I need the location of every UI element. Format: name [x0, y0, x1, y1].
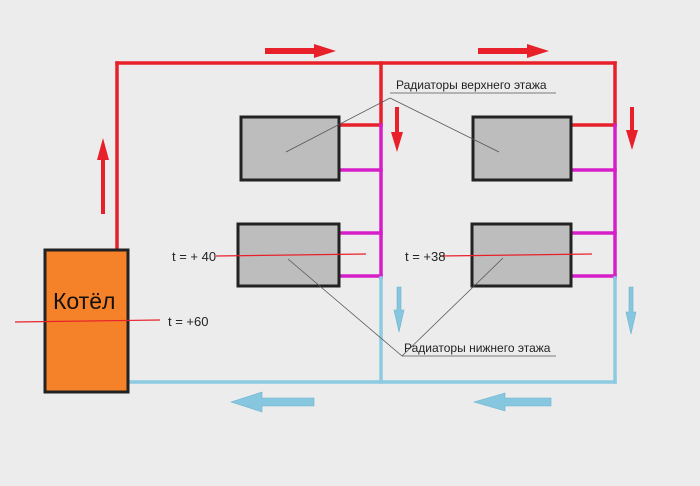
radiator-upper-left	[239, 115, 341, 182]
boiler-label: Котёл	[53, 288, 115, 314]
lower-radiators-caption: Радиаторы нижнего этажа	[404, 341, 551, 355]
lower-right-temp-line	[439, 253, 593, 257]
supply-pipes	[115, 61, 617, 252]
upper-leader-left	[285, 97, 391, 153]
arrow-left-icon	[230, 391, 315, 413]
lower-left-temp-label: t = + 40	[172, 249, 216, 264]
leader-lines	[285, 92, 556, 357]
upper-radiators-caption: Радиаторы верхнего этажа	[396, 78, 547, 92]
arrow-right-icon	[478, 44, 549, 58]
return-arrows	[230, 286, 637, 413]
arrow-down-icon	[391, 107, 403, 152]
lower-right-temp-label: t = +38	[405, 249, 445, 264]
radiator-upper-right	[471, 115, 573, 182]
arrow-down-icon	[393, 286, 405, 333]
arrow-up-icon	[97, 138, 109, 214]
lower-leader-right	[401, 257, 504, 357]
arrow-down-icon	[625, 286, 637, 335]
temperature-lines	[14, 253, 593, 323]
arrow-left-icon	[472, 392, 552, 412]
boiler-temp-label: t = +60	[168, 314, 208, 329]
lower-leader-left	[287, 258, 403, 357]
arrow-down-icon	[626, 107, 638, 150]
boiler-temp-line	[14, 319, 161, 323]
arrow-right-icon	[265, 44, 336, 58]
supply-arrows	[97, 44, 638, 214]
lower-left-temp-line	[215, 253, 367, 257]
upper-leader-right	[389, 97, 500, 153]
return-pipes	[126, 276, 617, 384]
riser-pipes	[338, 123, 617, 280]
